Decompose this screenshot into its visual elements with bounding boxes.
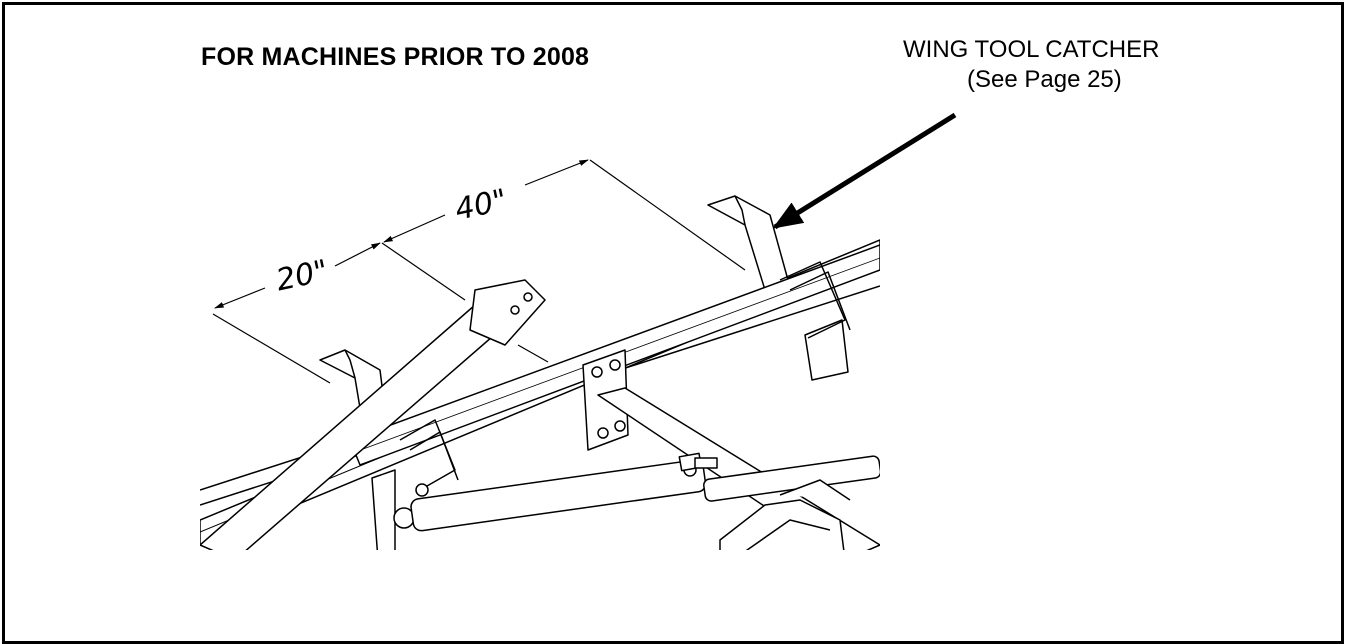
dimension-20-label: 20" xyxy=(273,253,331,298)
dimension-40-label: 40" xyxy=(452,183,510,228)
hydraulic-cylinder xyxy=(371,452,880,550)
callout-page-reference: (See Page 25) xyxy=(967,66,1122,93)
dimension-lines xyxy=(212,159,746,384)
diagram-title: FOR MACHINES PRIOR TO 2008 xyxy=(201,43,590,71)
callout-arrow xyxy=(772,112,957,230)
callout-label: WING TOOL CATCHER xyxy=(903,36,1160,63)
lower-hitch-assembly xyxy=(719,479,851,550)
u-bolts xyxy=(399,261,851,491)
diagonal-arm xyxy=(200,279,546,550)
wing-tool-catcher-callout: WING TOOL CATCHER (See Page 25) xyxy=(885,35,1265,95)
